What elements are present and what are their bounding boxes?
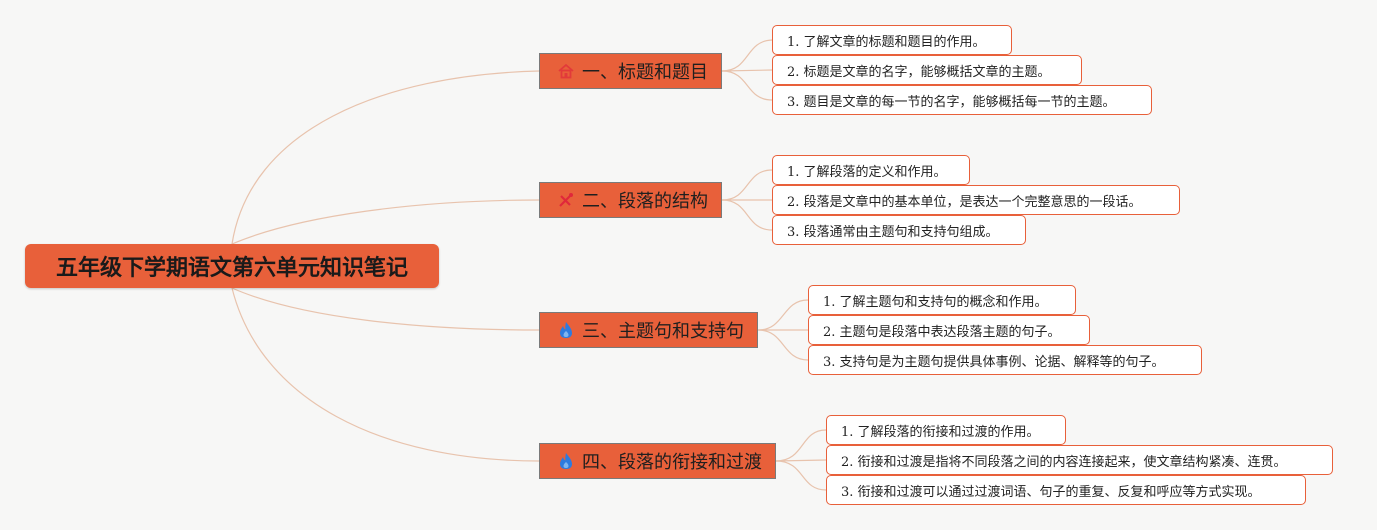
- branch-node-2[interactable]: 二、段落的结构: [539, 182, 722, 218]
- branch-label: 二、段落的结构: [582, 191, 708, 212]
- leaf-text: 2. 段落是文章中的基本单位，是表达一个完整意思的一段话。: [787, 194, 1142, 210]
- leaf-node[interactable]: 3. 衔接和过渡可以通过过渡词语、句子的重复、反复和呼应等方式实现。: [826, 475, 1306, 505]
- leaf-text: 2. 标题是文章的名字，能够概括文章的主题。: [787, 64, 1051, 80]
- leaf-node[interactable]: 3. 题目是文章的每一节的名字，能够概括每一节的主题。: [772, 85, 1152, 115]
- leaf-text: 3. 衔接和过渡可以通过过渡词语、句子的重复、反复和呼应等方式实现。: [841, 484, 1261, 500]
- leaf-text: 1. 了解主题句和支持句的概念和作用。: [823, 294, 1048, 310]
- leaf-text: 3. 题目是文章的每一节的名字，能够概括每一节的主题。: [787, 94, 1116, 110]
- branch-node-4[interactable]: 四、段落的衔接和过渡: [539, 443, 776, 479]
- house-icon: [556, 61, 576, 81]
- leaf-node[interactable]: 1. 了解文章的标题和题目的作用。: [772, 25, 1012, 55]
- leaf-node[interactable]: 2. 主题句是段落中表达段落主题的句子。: [808, 315, 1090, 345]
- leaf-node[interactable]: 1. 了解段落的定义和作用。: [772, 155, 970, 185]
- flame-icon: [556, 451, 576, 471]
- leaf-text: 3. 支持句是为主题句提供具体事例、论据、解释等的句子。: [823, 354, 1165, 370]
- leaf-text: 1. 了解文章的标题和题目的作用。: [787, 34, 986, 50]
- leaf-node[interactable]: 2. 衔接和过渡是指将不同段落之间的内容连接起来，使文章结构紧凑、连贯。: [826, 445, 1333, 475]
- leaf-node[interactable]: 1. 了解主题句和支持句的概念和作用。: [808, 285, 1076, 315]
- branch-node-3[interactable]: 三、主题句和支持句: [539, 312, 758, 348]
- leaf-node[interactable]: 3. 支持句是为主题句提供具体事例、论据、解释等的句子。: [808, 345, 1202, 375]
- leaf-text: 3. 段落通常由主题句和支持句组成。: [787, 224, 999, 240]
- leaf-text: 2. 衔接和过渡是指将不同段落之间的内容连接起来，使文章结构紧凑、连贯。: [841, 454, 1287, 470]
- root-title: 五年级下学期语文第六单元知识笔记: [55, 256, 408, 281]
- leaf-node[interactable]: 1. 了解段落的衔接和过渡的作用。: [826, 415, 1066, 445]
- root-node[interactable]: 五年级下学期语文第六单元知识笔记: [25, 244, 439, 288]
- tools-icon: [556, 190, 576, 210]
- flame-icon: [556, 320, 576, 340]
- branch-node-1[interactable]: 一、标题和题目: [539, 53, 722, 89]
- leaf-node[interactable]: 3. 段落通常由主题句和支持句组成。: [772, 215, 1026, 245]
- branch-label: 一、标题和题目: [582, 62, 708, 83]
- leaf-text: 1. 了解段落的定义和作用。: [787, 164, 947, 180]
- leaf-text: 2. 主题句是段落中表达段落主题的句子。: [823, 324, 1061, 340]
- branch-label: 四、段落的衔接和过渡: [582, 452, 762, 473]
- leaf-node[interactable]: 2. 段落是文章中的基本单位，是表达一个完整意思的一段话。: [772, 185, 1180, 215]
- leaf-text: 1. 了解段落的衔接和过渡的作用。: [841, 424, 1040, 440]
- leaf-node[interactable]: 2. 标题是文章的名字，能够概括文章的主题。: [772, 55, 1082, 85]
- branch-label: 三、主题句和支持句: [582, 321, 744, 342]
